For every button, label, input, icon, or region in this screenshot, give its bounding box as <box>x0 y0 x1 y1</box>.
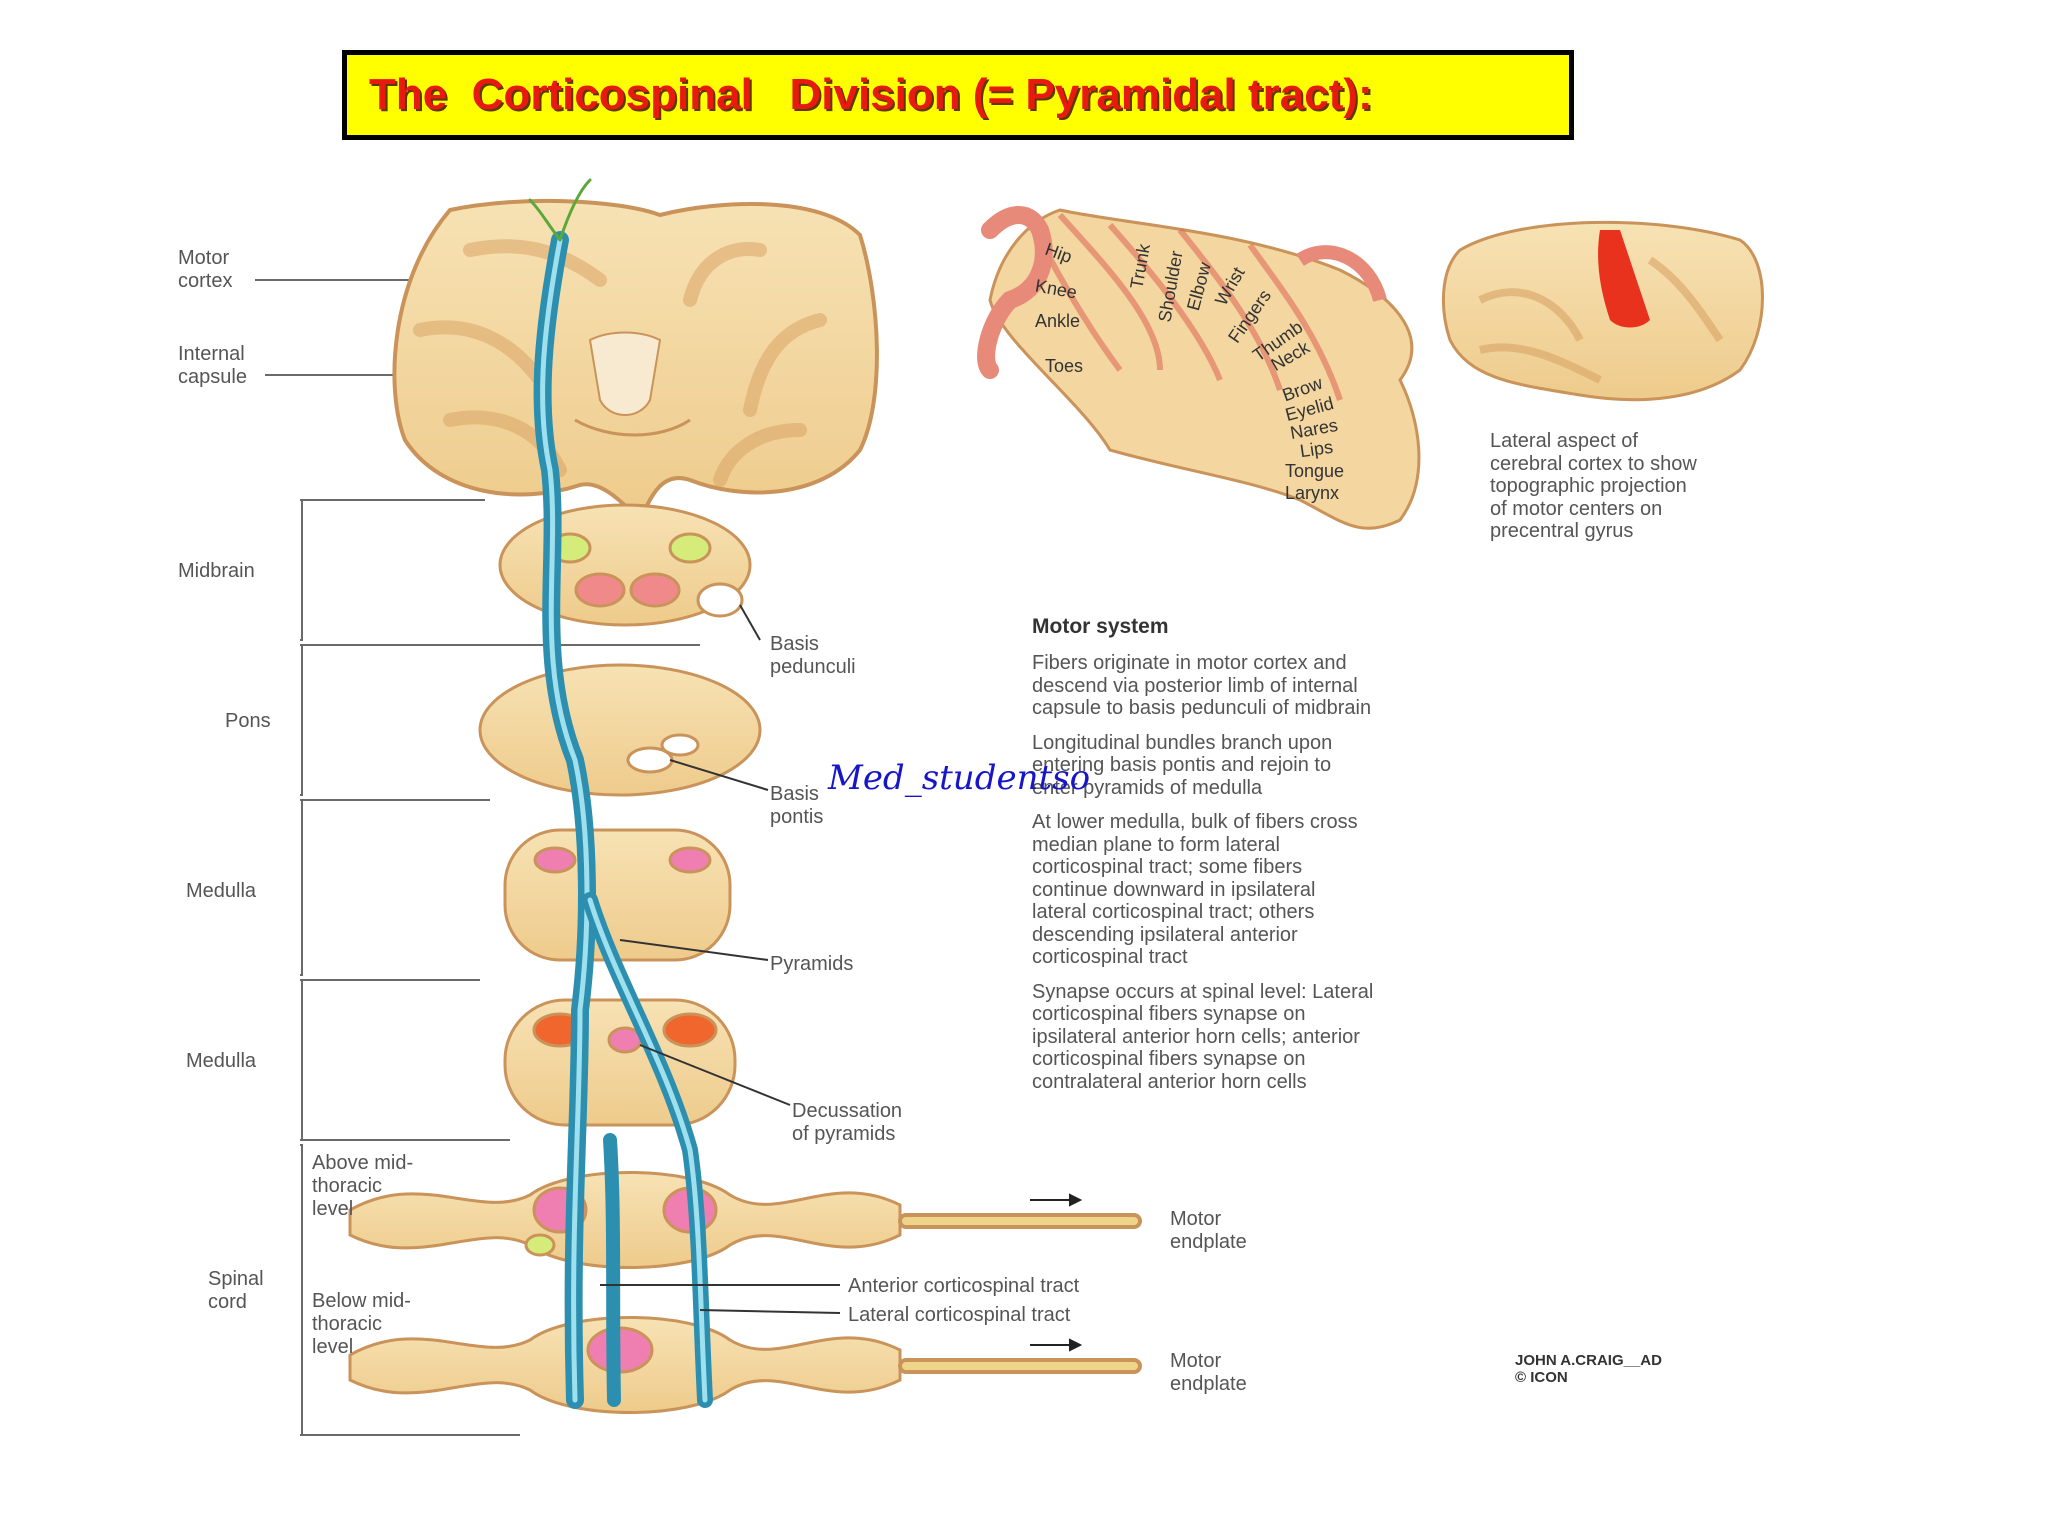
label-spinal-cord: Spinal cord <box>208 1268 264 1313</box>
label-basis-pedunculi: Basis pedunculi <box>770 633 856 678</box>
part-label-toes: Toes <box>1045 356 1084 376</box>
direction-arrows <box>1030 1193 1083 1352</box>
motor-system-paragraph-4: Synapse occurs at spinal level: Lateral … <box>1032 980 1374 1093</box>
label-above-mid-thoracic: Above mid- thoracic level <box>312 1152 414 1220</box>
homunculus-figure <box>977 206 1421 530</box>
illustrator-credit: JOHN A.CRAIG__AD © ICON <box>1515 1352 1662 1386</box>
label-midbrain: Midbrain <box>178 560 255 582</box>
lateral-aspect-caption: Lateral aspect of cerebral cortex to sho… <box>1490 430 1697 542</box>
label-motor-endplate-2: Motor endplate <box>1170 1350 1247 1395</box>
label-motor-cortex: Motor cortex <box>178 247 233 292</box>
part-label-larynx: Larynx <box>1285 483 1340 503</box>
part-label-ankle: Ankle <box>1035 311 1081 331</box>
page-title: The Corticospinal Division (= Pyramidal … <box>369 70 1373 119</box>
coronal-brain-section <box>392 198 879 524</box>
motor-system-paragraph-1: Fibers originate in motor cortex and des… <box>1032 652 1372 719</box>
label-anterior-tract: Anterior corticospinal tract <box>848 1275 1080 1297</box>
peripheral-nerves <box>898 1213 1142 1374</box>
label-medulla-upper: Medulla <box>186 880 257 902</box>
label-decussation: Decussation of pyramids <box>792 1100 903 1145</box>
label-pyramids: Pyramids <box>770 953 854 975</box>
watermark-text: Med_studentso <box>828 758 1091 798</box>
leader-lines <box>600 604 841 1314</box>
part-label-tongue: Tongue <box>1285 461 1345 481</box>
title-box: The Corticospinal Division (= Pyramidal … <box>342 50 1574 140</box>
motor-system-paragraph-3: At lower medulla, bulk of fibers cross m… <box>1032 811 1358 968</box>
label-basis-pontis: Basis pontis <box>770 783 824 828</box>
motor-system-heading: Motor system <box>1032 615 1169 638</box>
label-internal-capsule: Internal capsule <box>178 343 247 388</box>
level-brackets <box>255 279 700 1436</box>
label-pons: Pons <box>225 710 271 732</box>
label-below-mid-thoracic: Below mid- thoracic level <box>312 1290 411 1358</box>
motor-system-paragraph-2: Longitudinal bundles branch upon enterin… <box>1032 731 1333 799</box>
lateral-brain <box>1441 220 1764 402</box>
label-motor-endplate-1: Motor endplate <box>1170 1208 1247 1253</box>
label-lateral-tract: Lateral corticospinal tract <box>848 1304 1071 1326</box>
motor-system-panel: Motor system Fibers originate in motor c… <box>1032 615 1472 1093</box>
label-medulla-lower: Medulla <box>186 1050 257 1072</box>
